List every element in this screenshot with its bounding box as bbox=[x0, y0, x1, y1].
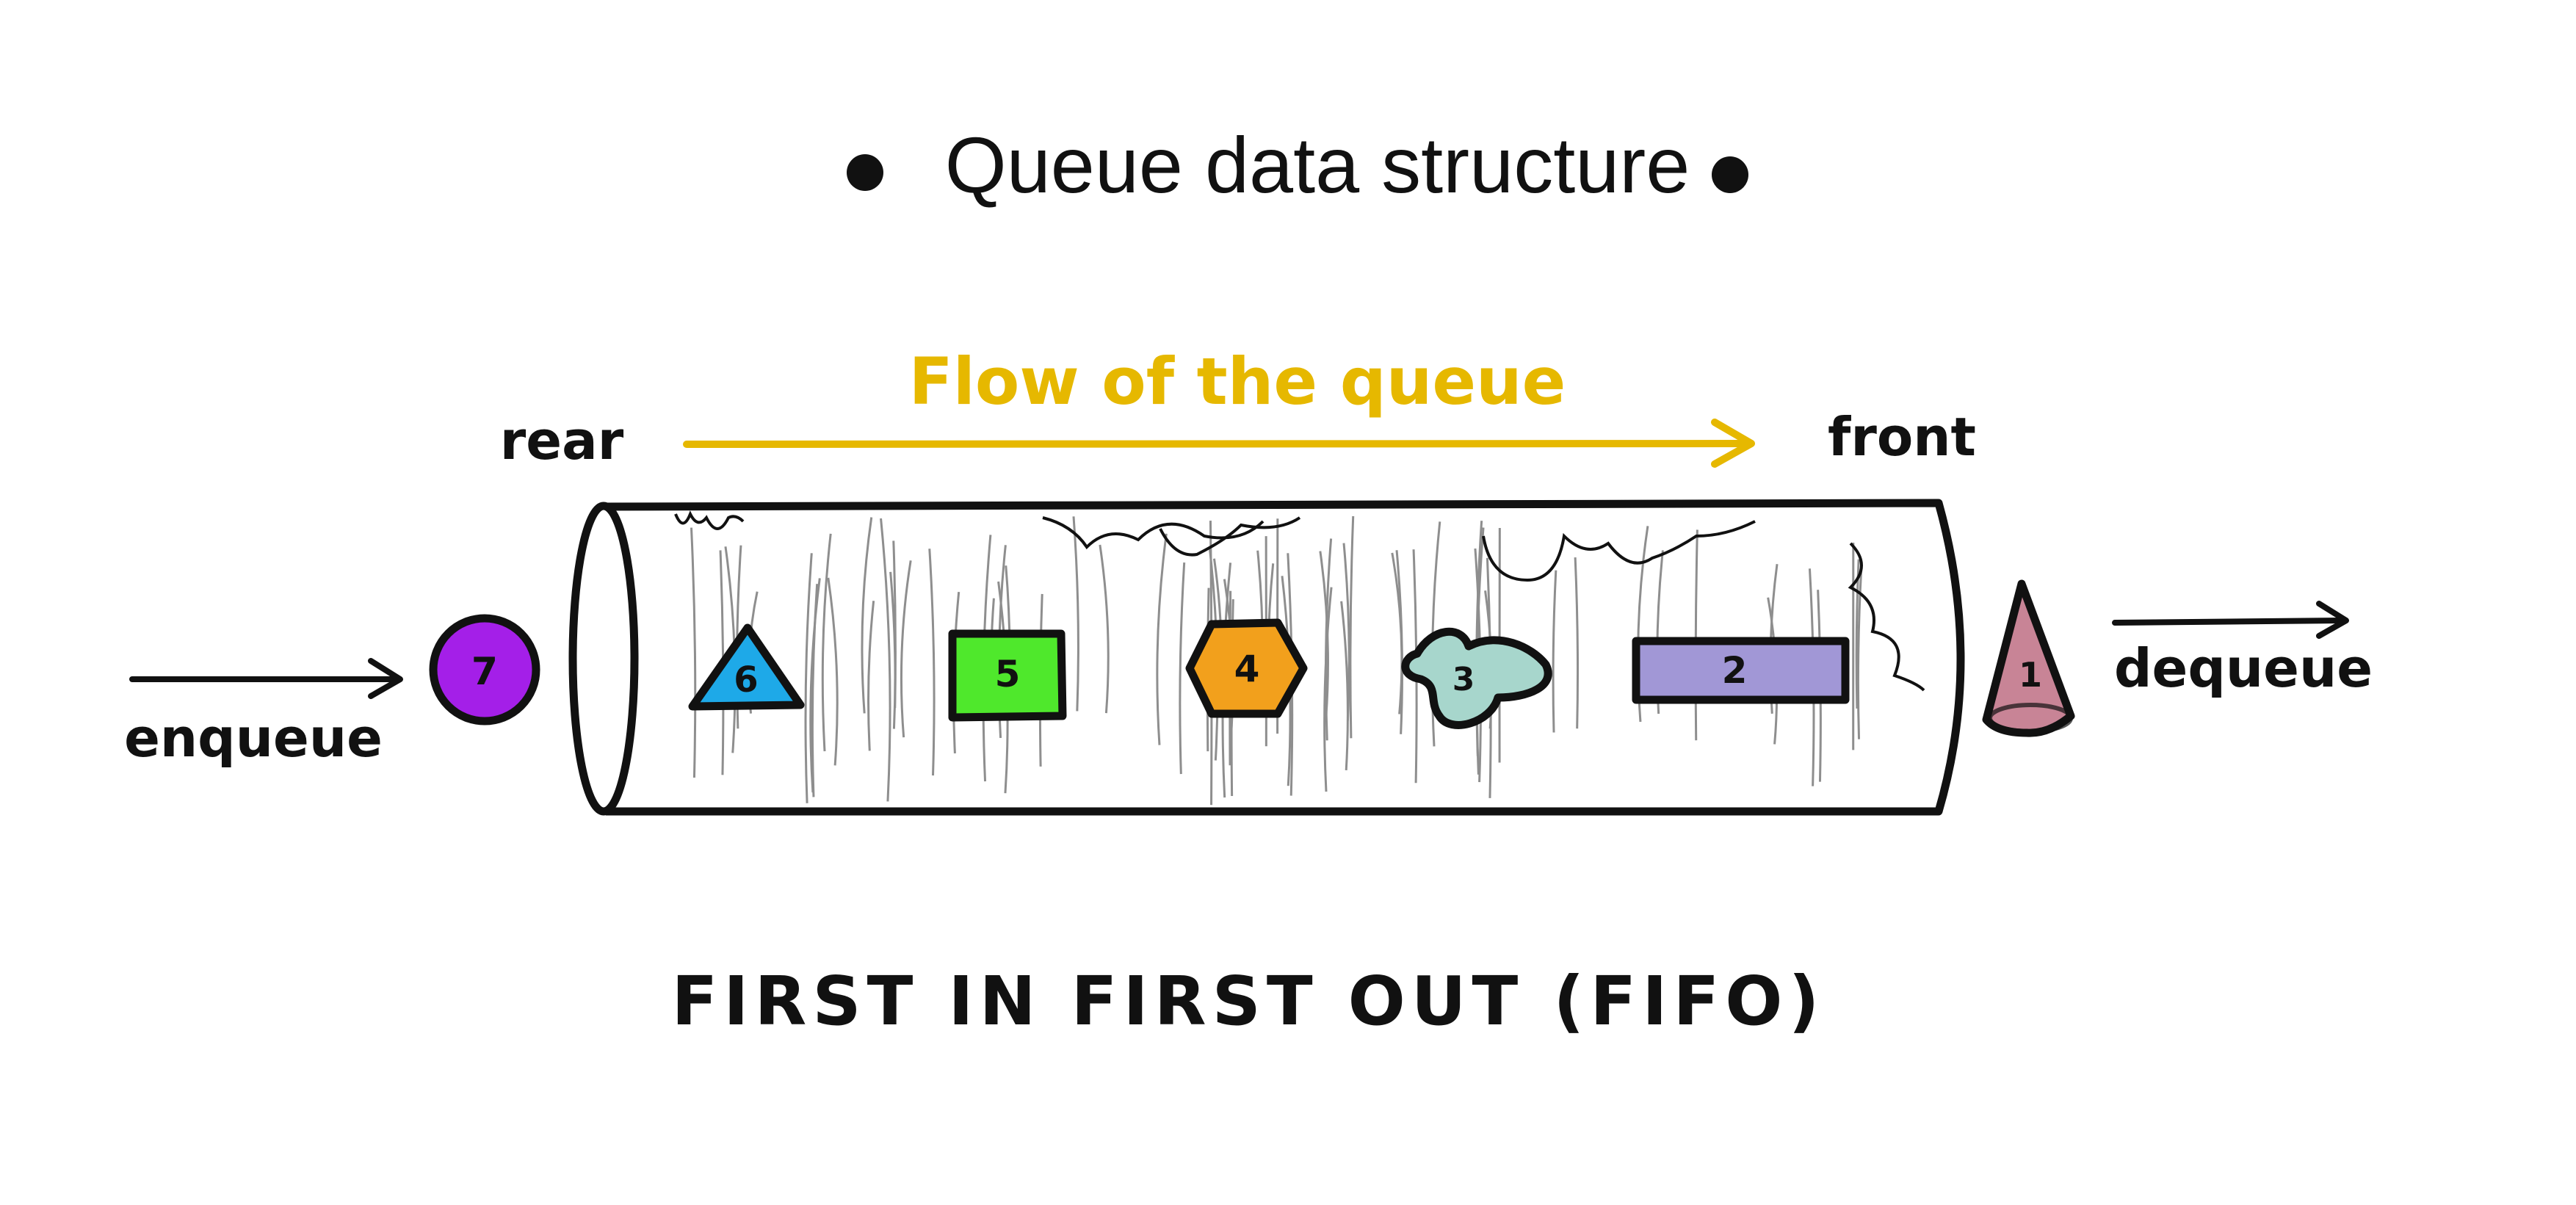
enqueue-group: enqueue bbox=[124, 658, 403, 769]
dequeue-arrowhead-icon bbox=[2316, 601, 2349, 639]
item-6-triangle: 6 bbox=[688, 623, 805, 711]
pipe-texture-stroke bbox=[1072, 516, 1079, 712]
rear-label: rear bbox=[500, 410, 624, 471]
item-1-cone: 1 bbox=[1982, 579, 2075, 737]
queue-items: 7 6 5 4 3 2 1 bbox=[429, 579, 2075, 737]
fifo-caption: FIRST IN FIRST OUT (FIFO) bbox=[671, 962, 1825, 1041]
dequeue-arrow-icon bbox=[2112, 618, 2345, 626]
dequeue-group: dequeue bbox=[2112, 601, 2373, 699]
item-4-hexagon: 4 bbox=[1185, 618, 1308, 718]
pipe-texture-stroke bbox=[1391, 552, 1403, 714]
page-title: Queue data structure bbox=[945, 120, 1690, 209]
pipe-texture-stroke bbox=[1694, 529, 1698, 741]
flow-group: Flow of the queue bbox=[683, 344, 1755, 468]
item-5-square: 5 bbox=[948, 629, 1067, 722]
enqueue-label: enqueue bbox=[124, 707, 383, 769]
pipe-texture-stroke bbox=[1319, 551, 1329, 717]
item-6-label: 6 bbox=[734, 659, 758, 701]
title-bullet-left-icon bbox=[847, 154, 883, 191]
item-4-label: 4 bbox=[1234, 648, 1260, 690]
pipe-texture-stroke bbox=[821, 533, 832, 752]
pipe-texture-stroke bbox=[827, 577, 839, 766]
title-bullet-right-icon bbox=[1712, 156, 1748, 193]
pipe-texture-stroke bbox=[928, 549, 936, 776]
pipe-texture-stroke bbox=[1099, 544, 1110, 714]
pipe-texture-stroke bbox=[1324, 538, 1333, 741]
pipe-rear-opening bbox=[568, 502, 639, 816]
item-1-label: 1 bbox=[2019, 655, 2042, 695]
flow-label: Flow of the queue bbox=[909, 344, 1566, 419]
pipe-texture-stroke bbox=[1856, 568, 1863, 739]
pipe-texture-stroke bbox=[1349, 515, 1355, 739]
pipe-texture-stroke bbox=[690, 527, 697, 778]
item-2-label: 2 bbox=[1722, 649, 1748, 692]
item-5-label: 5 bbox=[995, 653, 1021, 695]
item-3-blob: 3 bbox=[1401, 627, 1552, 729]
pipe-texture-stroke bbox=[804, 553, 813, 803]
flow-arrowhead-icon bbox=[1711, 419, 1755, 468]
pipe-texture-stroke bbox=[880, 518, 891, 802]
item-2-bar: 2 bbox=[1632, 637, 1850, 704]
item-7-label: 7 bbox=[471, 650, 498, 694]
item-7-circle: 7 bbox=[429, 614, 540, 725]
pipe-texture-stroke bbox=[1574, 557, 1580, 729]
enqueue-arrowhead-icon bbox=[368, 658, 403, 699]
pipe-texture-stroke bbox=[1340, 601, 1349, 771]
pipe-texture-stroke bbox=[900, 560, 912, 738]
item-3-label: 3 bbox=[1452, 661, 1475, 698]
pipe-texture-stroke bbox=[1552, 570, 1557, 733]
pipe-texture-stroke bbox=[1156, 533, 1168, 745]
pipe-texture-stroke bbox=[809, 578, 821, 793]
dequeue-label: dequeue bbox=[2114, 637, 2373, 699]
pipe-texture-stroke bbox=[889, 571, 897, 729]
pipe-texture-stroke bbox=[1179, 562, 1186, 775]
pipe-drip-edge bbox=[674, 510, 1925, 692]
pipe-texture-stroke bbox=[861, 517, 873, 714]
pipe-texture-stroke bbox=[867, 601, 875, 751]
front-label: front bbox=[1828, 406, 1976, 468]
title-group: Queue data structure bbox=[847, 120, 1748, 209]
